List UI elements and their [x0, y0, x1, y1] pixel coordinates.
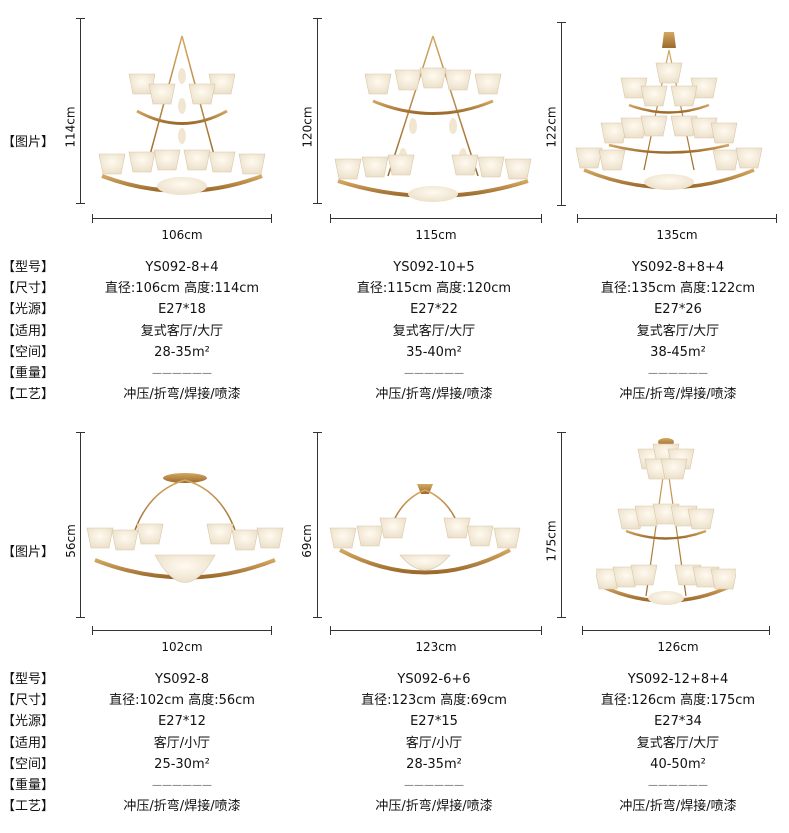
craft-4: 冲压/折弯/焊接/喷漆: [123, 799, 241, 814]
weight-5: ——————: [404, 780, 464, 791]
space-6: 40-50m²: [650, 757, 706, 772]
weight-4: ——————: [152, 780, 212, 791]
height-label-6: 175cm: [544, 520, 559, 562]
space-1: 28-35m²: [154, 345, 210, 360]
space-3: 38-45m²: [650, 345, 706, 360]
width-dimension-5: [330, 626, 542, 636]
label-model-2: 【型号】: [2, 672, 55, 687]
height-label-4: 56cm: [63, 524, 78, 558]
weight-1: ——————: [152, 368, 212, 379]
size-5: 直径:123cm 高度:69cm: [361, 693, 507, 708]
light-6: E27*34: [654, 714, 702, 729]
light-2: E27*22: [410, 302, 458, 317]
use-3: 复式客厅/大厅: [636, 324, 720, 339]
label-use-2: 【适用】: [2, 736, 55, 751]
label-weight-2: 【重量】: [2, 778, 55, 793]
chandelier-image-1: [98, 16, 266, 195]
craft-5: 冲压/折弯/焊接/喷漆: [375, 799, 493, 814]
use-1: 复式客厅/大厅: [140, 324, 224, 339]
model-5: YS092-6+6: [397, 672, 471, 687]
height-dimension-5: [313, 432, 323, 618]
width-label-1: 106cm: [161, 228, 203, 242]
craft-3: 冲压/折弯/焊接/喷漆: [619, 387, 737, 402]
light-4: E27*12: [158, 714, 206, 729]
use-2: 复式客厅/大厅: [392, 324, 476, 339]
label-size-1: 【尺寸】: [2, 281, 55, 296]
light-5: E27*15: [410, 714, 458, 729]
light-3: E27*26: [654, 302, 702, 317]
use-5: 客厅/小厅: [405, 736, 463, 751]
height-label-5: 69cm: [299, 524, 314, 558]
use-6: 复式客厅/大厅: [636, 736, 720, 751]
height-dimension-1: [76, 18, 86, 204]
size-1: 直径:106cm 高度:114cm: [104, 281, 260, 296]
label-model-1: 【型号】: [2, 260, 55, 275]
model-3: YS092-8+8+4: [631, 260, 725, 275]
height-label-2: 120cm: [300, 106, 315, 148]
label-use-1: 【适用】: [2, 324, 55, 339]
space-2: 35-40m²: [406, 345, 462, 360]
label-craft-2: 【工艺】: [2, 799, 55, 814]
model-6: YS092-12+8+4: [627, 672, 729, 687]
model-4: YS092-8: [155, 672, 209, 687]
use-4: 客厅/小厅: [153, 736, 211, 751]
width-label-5: 123cm: [415, 640, 457, 654]
label-craft-1: 【工艺】: [2, 387, 55, 402]
craft-1: 冲压/折弯/焊接/喷漆: [123, 387, 241, 402]
label-space-2: 【空间】: [2, 757, 55, 772]
craft-2: 冲压/折弯/焊接/喷漆: [375, 387, 493, 402]
width-dimension-4: [92, 626, 272, 636]
chandelier-image-4: [86, 473, 284, 583]
height-dimension-4: [76, 432, 86, 618]
width-dimension-3: [577, 214, 777, 224]
width-label-2: 115cm: [415, 228, 457, 242]
space-5: 28-35m²: [406, 757, 462, 772]
height-label-3: 122cm: [544, 106, 559, 148]
size-3: 直径:135cm 高度:122cm: [600, 281, 756, 296]
height-dimension-3: [557, 22, 567, 206]
width-label-6: 126cm: [657, 640, 699, 654]
height-dimension-2: [313, 18, 323, 204]
size-6: 直径:126cm 高度:175cm: [600, 693, 756, 708]
size-4: 直径:102cm 高度:56cm: [109, 693, 255, 708]
craft-6: 冲压/折弯/焊接/喷漆: [619, 799, 737, 814]
width-dimension-1: [92, 214, 272, 224]
chandelier-image-3: [575, 20, 763, 190]
model-2: YS092-10+5: [393, 260, 475, 275]
width-dimension-6: [582, 626, 770, 636]
light-1: E27*18: [158, 302, 206, 317]
label-weight-1: 【重量】: [2, 366, 55, 381]
size-2: 直径:115cm 高度:120cm: [356, 281, 512, 296]
width-dimension-2: [330, 214, 542, 224]
chandelier-image-6: [596, 438, 736, 605]
label-size-2: 【尺寸】: [2, 693, 55, 708]
weight-6: ——————: [648, 780, 708, 791]
label-light-2: 【光源】: [2, 714, 55, 729]
label-light-1: 【光源】: [2, 302, 55, 317]
space-4: 25-30m²: [154, 757, 210, 772]
weight-3: ——————: [648, 368, 708, 379]
chandelier-image-2: [334, 16, 532, 202]
width-label-3: 135cm: [656, 228, 698, 242]
label-space-1: 【空间】: [2, 345, 55, 360]
image-row-label-1: 【图片】: [2, 135, 55, 150]
model-1: YS092-8+4: [145, 260, 219, 275]
height-dimension-6: [557, 432, 567, 618]
image-row-label-2: 【图片】: [2, 545, 55, 560]
weight-2: ——————: [404, 368, 464, 379]
chandelier-image-5: [329, 484, 521, 575]
width-label-4: 102cm: [161, 640, 203, 654]
height-label-1: 114cm: [63, 106, 78, 148]
